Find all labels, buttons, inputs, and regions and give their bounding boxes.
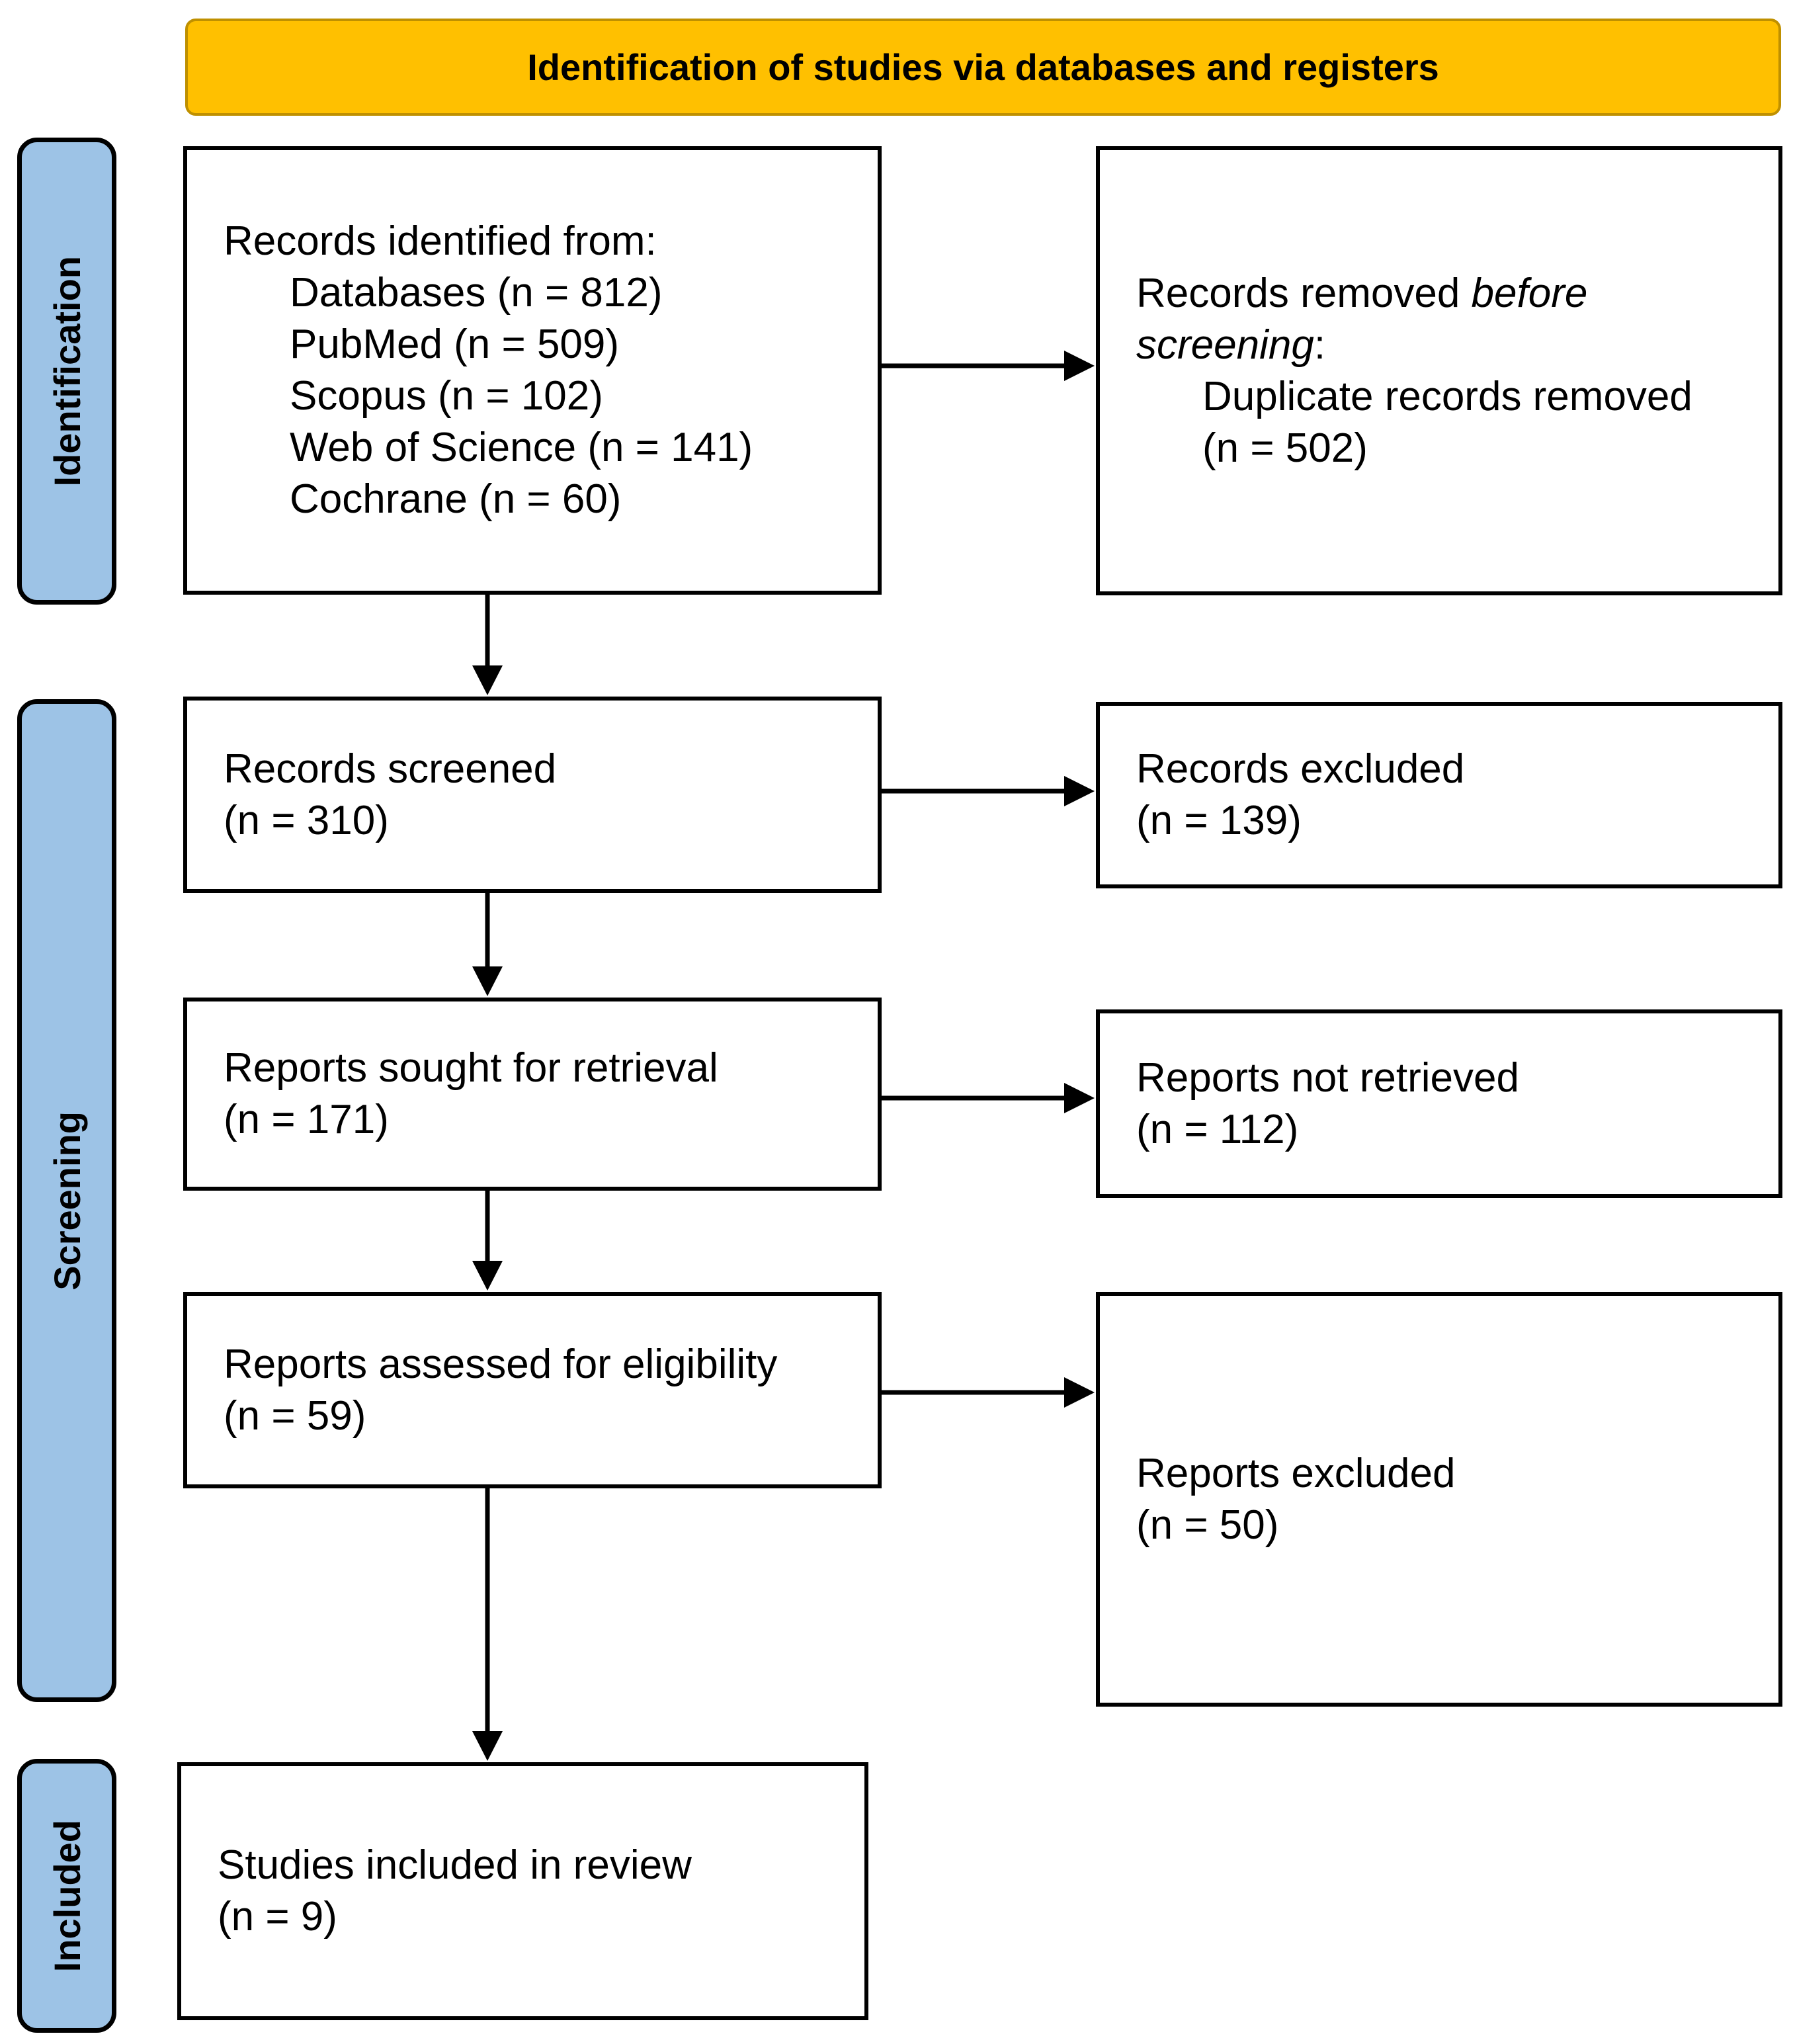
arrow-assessed-to-included	[472, 1488, 503, 1761]
source-webofscience: Web of Science (n = 141)	[290, 425, 753, 470]
source-databases: Databases (n = 812)	[290, 270, 663, 316]
reports-not-retrieved-count: (n = 112)	[1136, 1106, 1299, 1152]
box-reports-not-retrieved: Reports not retrieved (n = 112)	[1096, 1009, 1782, 1198]
reports-excluded-label: Reports excluded	[1136, 1450, 1456, 1496]
box-reports-sought: Reports sought for retrieval (n = 171)	[183, 998, 882, 1191]
records-removed-plain: Records removed	[1136, 270, 1472, 316]
records-identified-title: Records identified from:	[224, 218, 657, 264]
stage-bar-identification: Identification	[17, 138, 116, 605]
box-records-screened: Records screened (n = 310)	[183, 697, 882, 893]
records-removed-colon: :	[1313, 321, 1326, 368]
arrow-assessed-to-reports-excluded	[882, 1377, 1095, 1408]
duplicates-removed-label: Duplicate records removed	[1202, 373, 1692, 419]
box-reports-assessed: Reports assessed for eligibility (n = 59…	[183, 1292, 882, 1488]
records-removed-line2: screening:	[1136, 319, 1755, 371]
records-excluded-count: (n = 139)	[1136, 798, 1302, 843]
box-records-excluded: Records excluded (n = 139)	[1096, 702, 1782, 888]
duplicates-removed-count: (n = 502)	[1202, 425, 1368, 471]
diagram-title-banner: Identification of studies via databases …	[185, 19, 1781, 116]
records-removed-italic2: screening	[1136, 321, 1314, 368]
arrow-screened-to-excluded	[882, 776, 1095, 806]
reports-sought-label: Reports sought for retrieval	[224, 1045, 718, 1091]
source-pubmed: PubMed (n = 509)	[290, 321, 620, 367]
records-screened-count: (n = 310)	[224, 797, 389, 843]
box-records-identified: Records identified from: Databases (n = …	[183, 146, 882, 595]
records-excluded-label: Records excluded	[1136, 746, 1465, 792]
reports-assessed-label: Reports assessed for eligibility	[224, 1341, 778, 1387]
stage-bar-included: Included	[17, 1759, 116, 2033]
stage-bar-screening: Screening	[17, 699, 116, 1702]
reports-assessed-count: (n = 59)	[224, 1392, 366, 1439]
arrow-screened-to-sought	[472, 893, 503, 996]
reports-excluded-count: (n = 50)	[1136, 1502, 1279, 1548]
records-screened-label: Records screened	[224, 745, 557, 792]
arrow-identified-to-removed	[882, 351, 1095, 381]
box-studies-included: Studies included in review (n = 9)	[177, 1762, 868, 2020]
studies-included-label: Studies included in review	[218, 1842, 692, 1888]
arrow-sought-to-not-retrieved	[882, 1083, 1095, 1113]
arrow-identified-to-screened	[472, 595, 503, 695]
records-removed-italic1: before	[1471, 270, 1588, 316]
records-removed-line1: Records removed before	[1136, 268, 1755, 319]
source-cochrane: Cochrane (n = 60)	[290, 476, 622, 522]
box-reports-excluded: Reports excluded (n = 50)	[1096, 1292, 1782, 1707]
studies-included-count: (n = 9)	[218, 1894, 337, 1939]
reports-sought-count: (n = 171)	[224, 1097, 389, 1142]
arrow-sought-to-assessed	[472, 1191, 503, 1291]
diagram-title: Identification of studies via databases …	[527, 46, 1439, 88]
box-records-removed: Records removed before screening: Duplic…	[1096, 146, 1782, 595]
source-scopus: Scopus (n = 102)	[290, 373, 603, 419]
reports-not-retrieved-label: Reports not retrieved	[1136, 1054, 1519, 1101]
